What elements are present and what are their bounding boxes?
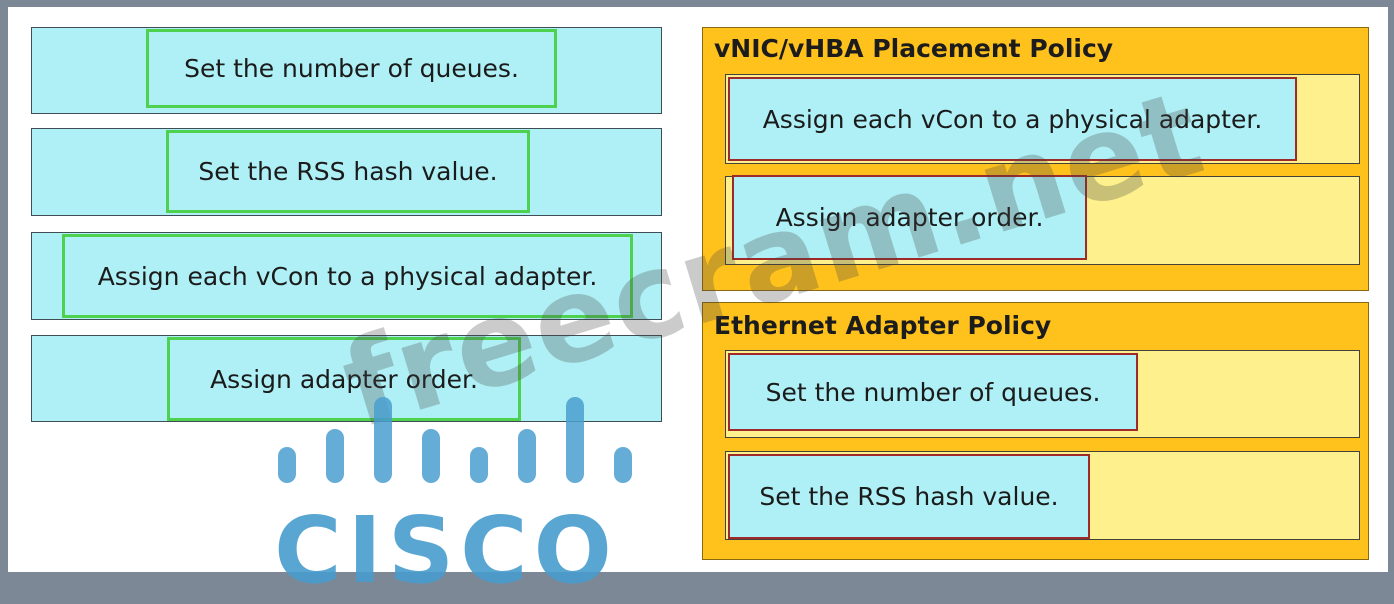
drag-drop-canvas: Set the number of queues. Set the RSS ha… [8, 7, 1388, 597]
source-item-label: Set the number of queues. [184, 54, 519, 83]
source-item-3[interactable]: Assign each vCon to a physical adapter. [62, 234, 633, 318]
logo-bar-icon [518, 429, 536, 483]
source-item-label: Set the RSS hash value. [198, 157, 498, 186]
source-item-4[interactable]: Assign adapter order. [167, 337, 521, 421]
placed-item[interactable]: Set the RSS hash value. [728, 454, 1090, 539]
drop-slot[interactable]: Assign each vCon to a physical adapter. [725, 74, 1360, 164]
source-item-1[interactable]: Set the number of queues. [146, 29, 557, 108]
source-item-label: Assign each vCon to a physical adapter. [97, 261, 598, 291]
source-item-label: Assign adapter order. [210, 364, 478, 394]
logo-bar-icon [326, 429, 344, 483]
panel-title: vNIC/vHBA Placement Policy [714, 34, 1114, 63]
panel-title: Ethernet Adapter Policy [714, 311, 1052, 340]
drop-slot[interactable]: Set the RSS hash value. [725, 451, 1360, 540]
source-item-2[interactable]: Set the RSS hash value. [166, 130, 530, 213]
placed-item-label: Set the RSS hash value. [759, 482, 1059, 511]
logo-bar-icon [470, 447, 488, 483]
logo-wordmark: CISCO [274, 497, 618, 604]
placed-item[interactable]: Set the number of queues. [728, 353, 1138, 431]
target-panel-placement-policy: vNIC/vHBA Placement Policy Assign each v… [702, 27, 1369, 291]
source-row-2: Set the RSS hash value. [31, 128, 662, 216]
placed-item-label: Set the number of queues. [765, 377, 1101, 407]
placed-item-label: Assign each vCon to a physical adapter. [762, 104, 1263, 134]
placed-item[interactable]: Assign each vCon to a physical adapter. [728, 77, 1297, 161]
source-row-4: Assign adapter order. [31, 335, 662, 422]
source-row-1: Set the number of queues. [31, 27, 662, 114]
logo-bar-icon [614, 447, 632, 483]
drop-slot[interactable]: Set the number of queues. [725, 350, 1360, 438]
placed-item-label: Assign adapter order. [775, 203, 1044, 232]
placed-item[interactable]: Assign adapter order. [732, 175, 1087, 260]
target-panel-ethernet-adapter-policy: Ethernet Adapter Policy Set the number o… [702, 302, 1369, 560]
logo-bar-icon [422, 429, 440, 483]
source-row-3: Assign each vCon to a physical adapter. [31, 232, 662, 320]
drop-slot[interactable]: Assign adapter order. [725, 175, 1360, 265]
logo-bar-icon [278, 447, 296, 483]
